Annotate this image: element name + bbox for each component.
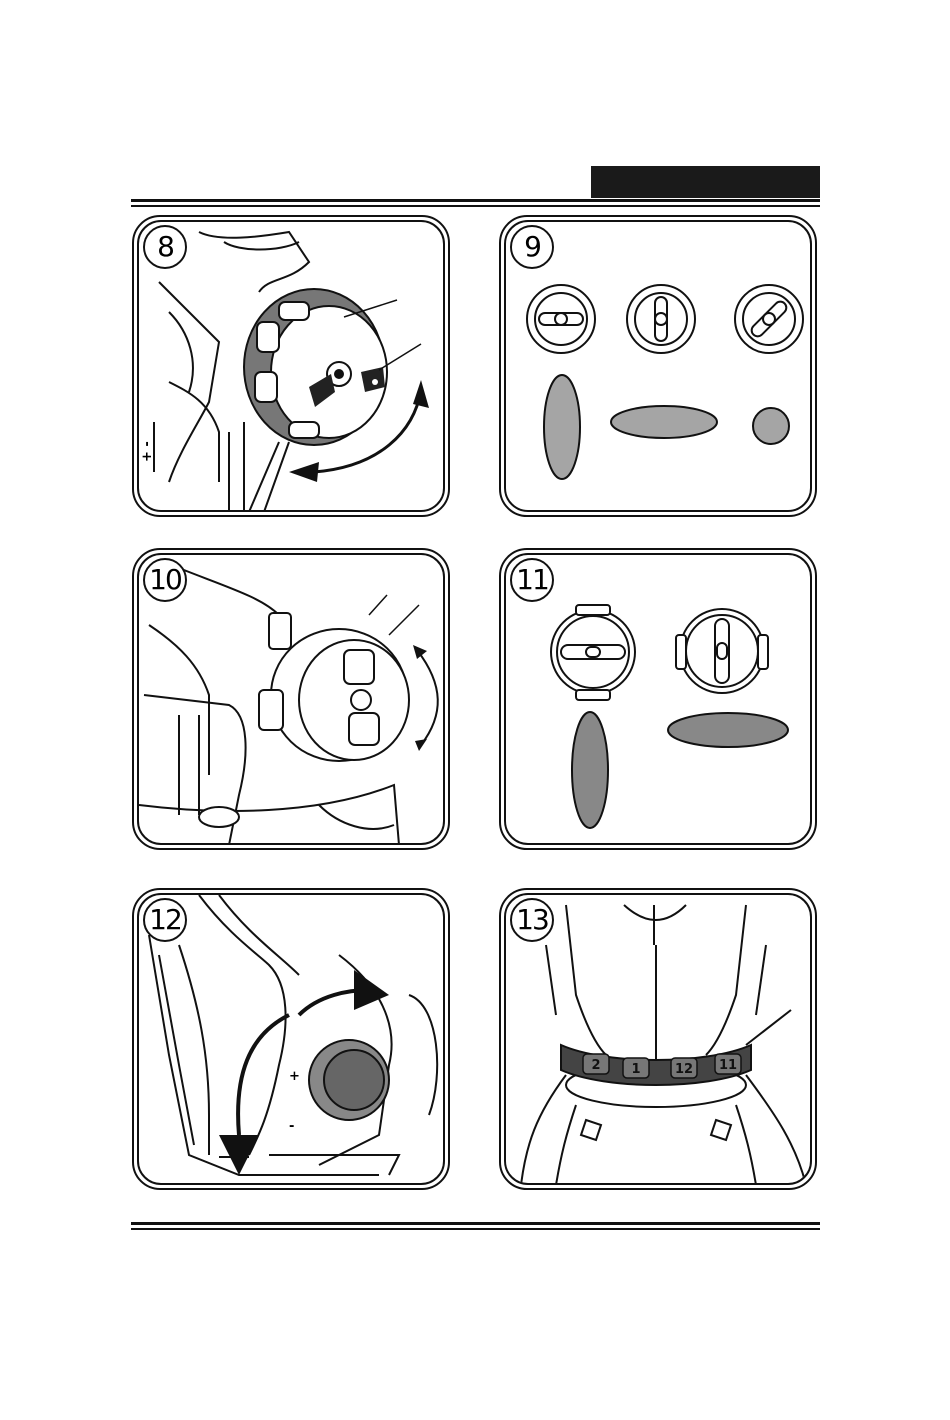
dial-setting-label: 2 [591,1058,600,1073]
step-number: 12 [143,898,187,942]
bottom-rule-thin [131,1228,820,1230]
panel-step-8: + - 8 [132,215,450,517]
cap-patterns-illustration [506,555,812,845]
svg-text:-: - [289,1119,294,1134]
panel-illustration: + - [137,893,445,1185]
flow-knob [309,1040,389,1120]
spray-patterns-illustration [506,222,812,512]
dial-setting-label: 1 [631,1062,640,1077]
panel-illustration [504,220,812,512]
vertical-pattern-shape [572,712,608,828]
panel-step-11: 11 [499,548,817,850]
svg-text:+ -: + - [140,441,155,462]
horizontal-pattern-shape [668,713,788,747]
panel-step-13: 2 1 12 11 13 [499,888,817,1190]
round-pattern-shape [753,408,789,444]
step-number: 11 [510,558,554,602]
horizontal-pattern-shape [611,406,717,438]
step-number: 10 [143,558,187,602]
nozzle-ring-illustration: + - [139,222,445,512]
power-dial-illustration: 2 1 12 11 [506,895,812,1185]
step-number: 9 [510,225,554,269]
nozzle-cap-illustration [139,555,445,845]
panel-step-10: 10 [132,548,450,850]
panel-step-9: 9 [499,215,817,517]
panel-illustration: 2 1 12 11 [504,893,812,1185]
panel-illustration [504,553,812,845]
dial-setting-label: 12 [675,1062,693,1077]
flow-knob-illustration: + - [139,895,445,1185]
svg-text:+: + [289,1069,300,1084]
dial-setting-label: 11 [719,1058,737,1073]
header-bar [591,166,820,198]
panel-illustration: + - [137,220,445,512]
panel-step-12: + - 12 [132,888,450,1190]
top-rule [131,199,820,202]
step-number: 13 [510,898,554,942]
top-rule-thin [131,205,820,207]
step-number: 8 [143,225,187,269]
bottom-rule [131,1222,820,1225]
vertical-pattern-shape [544,375,580,479]
panel-illustration [137,553,445,845]
